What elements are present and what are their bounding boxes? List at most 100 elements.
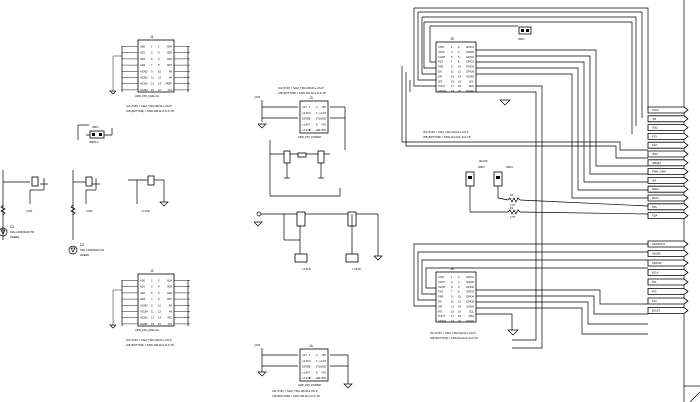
- j2-note-bottom: J2B (BOTTOM) = SSW-108-02-F-D-K-TR: [126, 343, 174, 347]
- j6-pin-num: 11: [451, 300, 454, 304]
- net-label-flag: [647, 269, 689, 276]
- j5-pin-num: 19: [451, 89, 454, 93]
- j5-pin-left: FSX: [438, 60, 443, 64]
- j2-pin-right: A11: [168, 322, 173, 326]
- j3-pin-num: 3: [309, 111, 311, 115]
- j3-pin-left: +1.8V: [302, 122, 309, 126]
- net-label-text: INT: [652, 178, 657, 182]
- j2-pin-left: AD2: [140, 291, 146, 295]
- regulator-section: +3.3VD +1.8VD: [256, 211, 379, 271]
- j2-pin-num: 4: [158, 285, 160, 289]
- net-label-text: FS2: [652, 143, 657, 147]
- net-label-flag: [647, 278, 689, 286]
- j2-pin-num: 13: [151, 316, 154, 320]
- j1-pin-num: 3: [151, 51, 153, 55]
- j6-ref: J6: [450, 267, 454, 271]
- j6-pin-right: DGND: [466, 280, 474, 284]
- j2-pin-right: AD5: [167, 285, 173, 289]
- net-label-text: PWM_OMA: [652, 170, 666, 174]
- j1-pin-left: AD0: [140, 45, 146, 49]
- j1-pin-num: 10: [158, 69, 161, 73]
- j5-pin-left: FSR: [438, 65, 443, 69]
- j2-pin-left: AGND: [140, 316, 148, 320]
- j4-note-top: J4A (TOP) = SAM_TSM-105-01-L-DV-P: [272, 389, 318, 393]
- d1-rail: +5VA: [26, 209, 32, 213]
- j5-pin-num: 18: [458, 84, 461, 88]
- j4-pin-left: +3.3VD: [302, 376, 311, 380]
- d1-part: SML-LX0603GW-TR: [10, 230, 34, 234]
- j1-pin-num: 16: [158, 88, 161, 92]
- j1-pin-right: AD4: [167, 45, 173, 49]
- j6-pin-left: CLKX: [438, 280, 445, 284]
- j3-pin-left: +3.3VD: [302, 128, 311, 132]
- net-label-text: /RESET: [652, 161, 662, 165]
- j6-bus-wiring: [413, 243, 648, 335]
- j6-pin-left: FSX: [438, 290, 443, 294]
- j2-note-top: J2A (TOP) = SAM_TSM-108-01-L-DV-P: [126, 338, 172, 342]
- net-label-text: /FS3: [652, 152, 658, 156]
- j2-pin-num: 16: [158, 322, 161, 326]
- j6-pin-num: 17: [451, 314, 454, 318]
- j4-pin-right: +3.3V: [319, 359, 326, 363]
- j5-pin-num: 12: [458, 70, 461, 74]
- j6-pin-right: DGND: [466, 319, 474, 323]
- j6-pin-num: 18: [458, 314, 461, 318]
- j1-pin-left: AGND: [140, 88, 148, 92]
- j4-pin-num: 5: [309, 365, 311, 369]
- net-label-text: /SS: [652, 117, 656, 121]
- net-label-text: BCLK2: [652, 309, 661, 313]
- j6-note-bottom: J6B (BOTTOM) = SSW-110-02-F-D-K-TR: [430, 336, 478, 340]
- j5-pin-left: CLKR: [438, 55, 445, 59]
- net-label-flag: [647, 168, 689, 176]
- i2c-pullups: I2C/I2C JMP2 JMP3 R1 2.7K R2 2.7K: [465, 159, 649, 219]
- tp-rail: +3.3VD: [141, 209, 150, 213]
- j5-pin-right: SCL: [469, 79, 475, 83]
- j5-pin-left: TOUT: [438, 84, 445, 88]
- j5-pin-left: DX: [438, 70, 442, 74]
- d1-color: GREEN: [10, 235, 19, 239]
- j1-pin-num: 4: [158, 51, 160, 55]
- j1-pin-right: VREF: [165, 82, 172, 86]
- jmp3-ref: JMP3: [506, 165, 513, 169]
- j6-pin-right: DGND: [466, 304, 474, 308]
- j1-pin-left: AGND: [140, 69, 148, 73]
- j2-pin-left: AD1: [140, 285, 146, 289]
- j1-pin-num: 9: [151, 69, 153, 73]
- j6-pin-num: 12: [458, 300, 461, 304]
- net-label-text: SCL: [652, 205, 658, 209]
- testpoint-cluster: +3.3VD: [128, 175, 169, 213]
- j2-pin-num: 11: [151, 310, 154, 314]
- j4-pin-right: VIO: [322, 370, 326, 374]
- d1-ref: D1: [10, 225, 14, 229]
- j1-pin-num: 12: [158, 76, 161, 80]
- j5-pin-right: DGND: [466, 89, 474, 93]
- j6-pin-right: GPIO3: [466, 290, 474, 294]
- j5-pin-num: 4: [458, 50, 460, 54]
- net-label-flag: [647, 212, 689, 220]
- j2-pin-num: 8: [158, 297, 160, 301]
- j5-pins-right: GPIO12DGND4GPIO26GPIO38GPIO410GPIO512DGN…: [458, 45, 475, 93]
- j2-pin-right: A8: [169, 303, 173, 307]
- j3-decoupling: [269, 140, 341, 197]
- j4-pin-num: 1: [309, 353, 311, 357]
- j6-pin-left: CNTL: [438, 275, 445, 279]
- j3-pin-num: 9: [309, 128, 311, 132]
- j5-pin-left: CNTL: [438, 45, 445, 49]
- net-label-flag: [647, 240, 689, 248]
- j6-pin-num: 5: [451, 285, 453, 289]
- j5-pin-left: INT: [438, 79, 443, 83]
- j1-pin-right: A8: [169, 69, 173, 73]
- j2-pin-num: 6: [158, 291, 160, 295]
- net-label-flag: [647, 150, 689, 158]
- net-label-flag: [647, 141, 689, 149]
- j1-pin-num: 11: [151, 76, 154, 80]
- j4-pin-left: +1.8V: [302, 370, 309, 374]
- j6-pin-right: GPIO1: [466, 275, 474, 279]
- j5-pin-num: 1: [451, 45, 453, 49]
- j3-pin-num: 1: [309, 105, 311, 109]
- j5-pin-num: 14: [458, 74, 461, 78]
- led-d2-circuit: D2 SML-LX0603GW-TR GREEN +5VD: [68, 170, 104, 257]
- j5-pin-num: 8: [458, 60, 460, 64]
